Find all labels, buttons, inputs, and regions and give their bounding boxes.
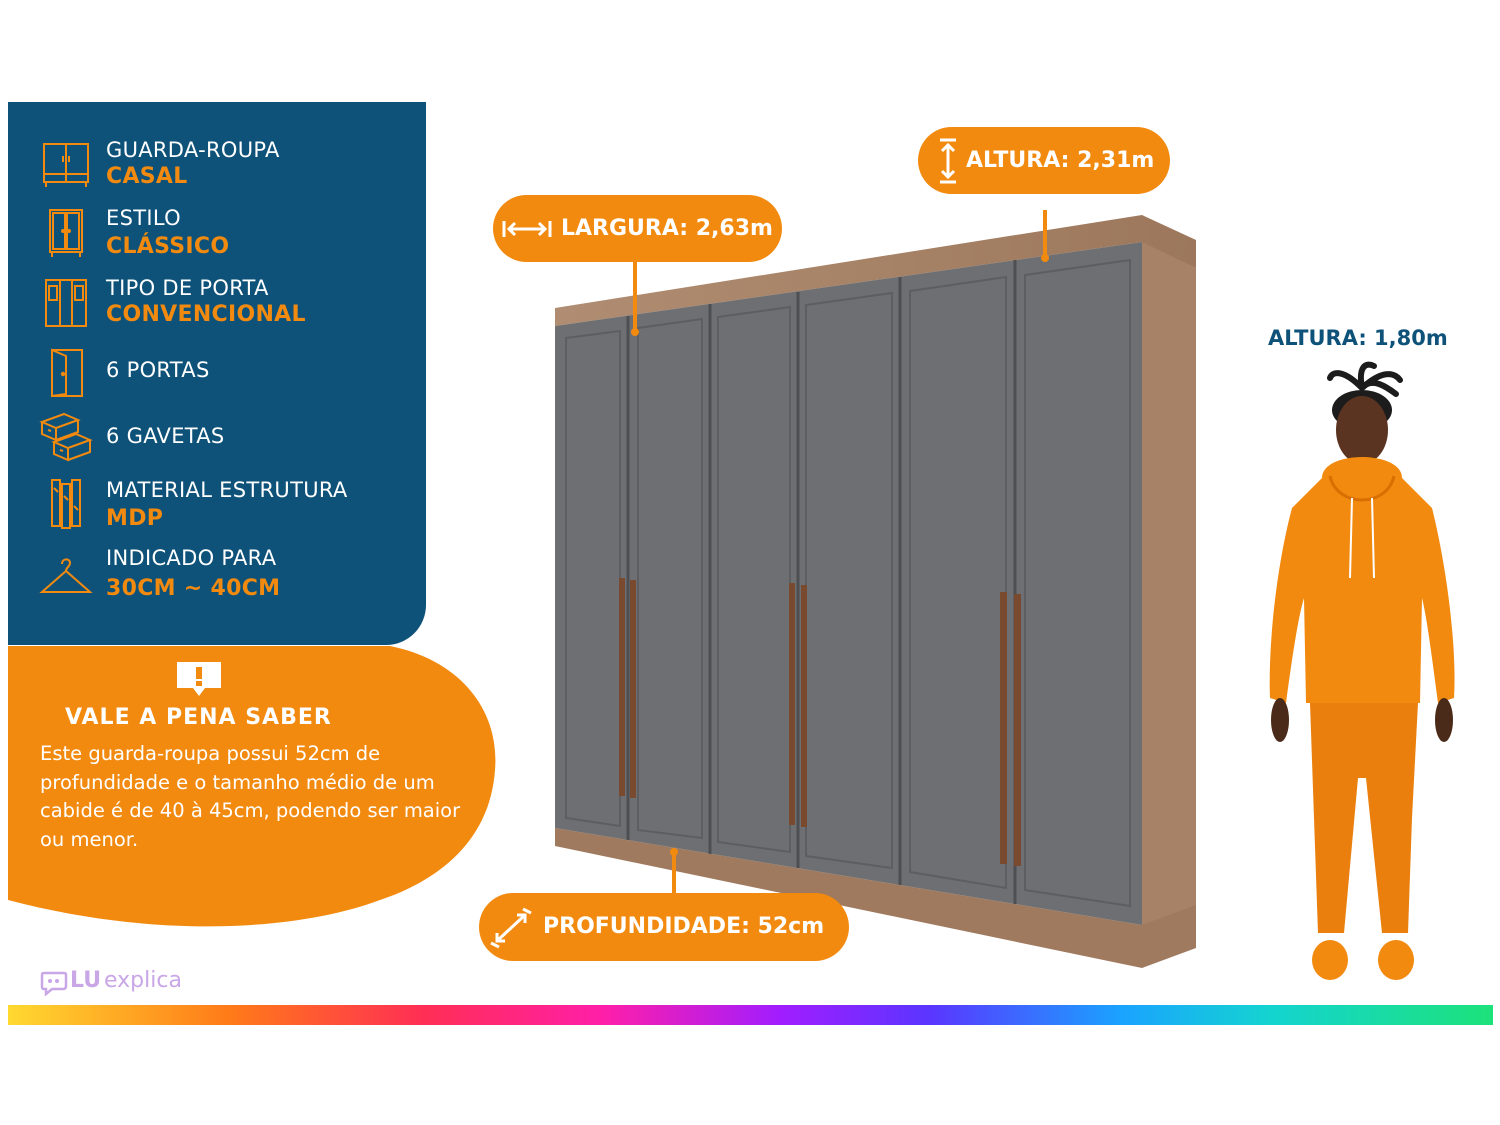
- height-callout: ALTURA: 2,31m: [918, 127, 1170, 194]
- handle: [1000, 592, 1007, 864]
- rainbow-bar: [8, 1005, 1493, 1025]
- width-callout: LARGURA: 2,63m: [493, 195, 782, 262]
- spec-row-tipo-de-porta: TIPO DE PORTA CONVENCIONAL: [8, 272, 426, 334]
- spec-label: 6 GAVETAS: [106, 424, 225, 448]
- spec-value: MDP: [106, 506, 164, 531]
- cabinet-icon: [49, 209, 83, 257]
- spec-label: GUARDA-ROUPA: [106, 138, 280, 162]
- door-icon: [51, 348, 83, 398]
- person-illustration: [1269, 361, 1455, 980]
- depth-label: PROFUNDIDADE: 52cm: [543, 914, 825, 939]
- wardrobe-illustration: [555, 210, 1196, 968]
- spec-row-indicado-para: INDICADO PARA 30CM ~ 40CM: [8, 546, 426, 608]
- depth-arrow-icon: [490, 907, 532, 949]
- handle: [1014, 594, 1021, 866]
- spec-row-guarda-roupa: GUARDA-ROUPA CASAL: [8, 132, 426, 194]
- wardrobe-base: [555, 828, 1196, 968]
- width-label: LARGURA: 2,63m: [561, 216, 773, 241]
- speech-bubble-icon: [40, 971, 68, 996]
- height-label: ALTURA: 2,31m: [966, 148, 1155, 173]
- depth-callout: PROFUNDIDADE: 52cm: [479, 893, 849, 961]
- spec-row-estilo: ESTILO CLÁSSICO: [8, 202, 426, 264]
- info-blob: [8, 646, 496, 927]
- wardrobe-front: [555, 242, 1142, 925]
- spec-panel: GUARDA-ROUPA CASAL ESTILO CLÁSSICO TIPO …: [8, 102, 426, 645]
- alert-icon: [177, 662, 221, 696]
- spec-value: 30CM ~ 40CM: [106, 576, 281, 601]
- spec-value: CASAL: [106, 164, 188, 189]
- spec-label: MATERIAL ESTRUTURA: [106, 478, 348, 502]
- person-height-label: ALTURA: 1,80m: [1268, 326, 1448, 350]
- wardrobe-top: [555, 215, 1196, 326]
- info-text: Este guarda-roupa possui 52cm de profund…: [40, 742, 461, 851]
- brand-explica: explica: [104, 968, 182, 993]
- height-arrow-icon: [940, 138, 956, 184]
- wardrobe-icon: [43, 143, 89, 187]
- spec-label: 6 PORTAS: [106, 358, 210, 382]
- spec-label: ESTILO: [106, 206, 181, 230]
- spec-label: INDICADO PARA: [106, 546, 277, 570]
- spec-row-gavetas: 6 GAVETAS: [8, 408, 426, 470]
- handle: [630, 580, 636, 798]
- spec-label: TIPO DE PORTA: [106, 276, 269, 300]
- brand-lu: LU: [70, 968, 102, 993]
- wardrobe-side-panel: [1142, 240, 1196, 948]
- hanger-icon: [39, 558, 93, 593]
- handle: [801, 585, 807, 827]
- info-title: VALE A PENA SABER: [65, 705, 332, 730]
- door-type-icon: [45, 279, 87, 327]
- spec-value: CLÁSSICO: [106, 234, 230, 259]
- handle: [789, 583, 795, 825]
- handle: [619, 578, 625, 796]
- spec-value: CONVENCIONAL: [106, 302, 306, 327]
- spec-row-material: MATERIAL ESTRUTURA MDP: [8, 476, 426, 538]
- width-arrow-icon: [502, 221, 552, 237]
- panels-icon: [51, 479, 81, 529]
- spec-row-portas: 6 PORTAS: [8, 342, 426, 404]
- drawers-icon: [39, 412, 93, 462]
